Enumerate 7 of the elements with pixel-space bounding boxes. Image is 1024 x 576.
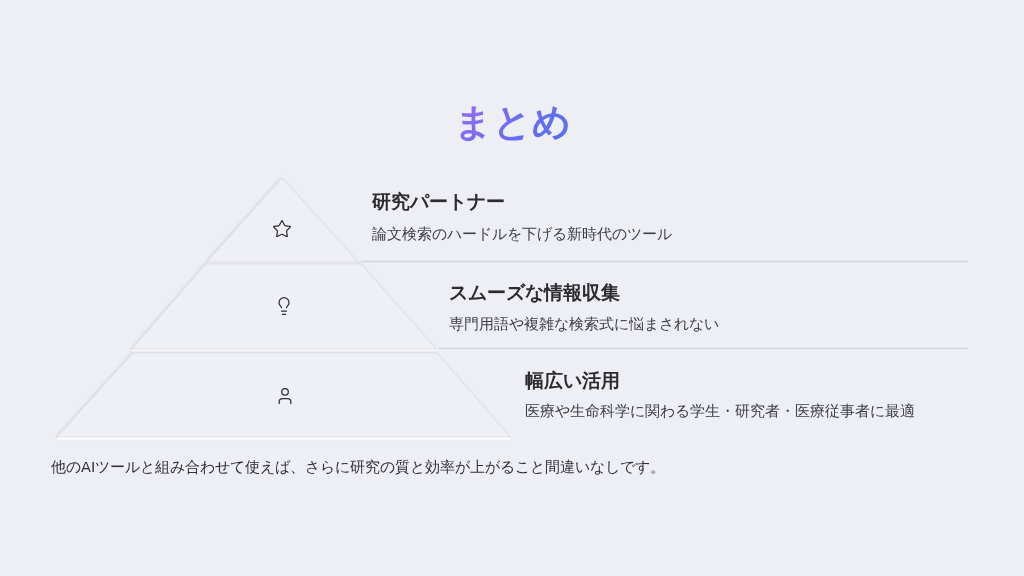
tier-description: 論文検索のハードルを下げる新時代のツール [372, 225, 672, 244]
tier-description: 専門用語や複雑な検索式に悩まされない [449, 315, 719, 334]
tier-heading: 研究パートナー [372, 189, 505, 213]
tier-heading: 幅広い活用 [525, 368, 620, 392]
footer-note: 他のAIツールと組み合わせて使えば、さらに研究の質と効率が上がること間違いなしです。 [51, 458, 666, 477]
tier-description: 医療や生命科学に関わる学生・研究者・医療従事者に最適 [525, 402, 915, 421]
tier-heading: スムーズな情報収集 [449, 280, 620, 304]
